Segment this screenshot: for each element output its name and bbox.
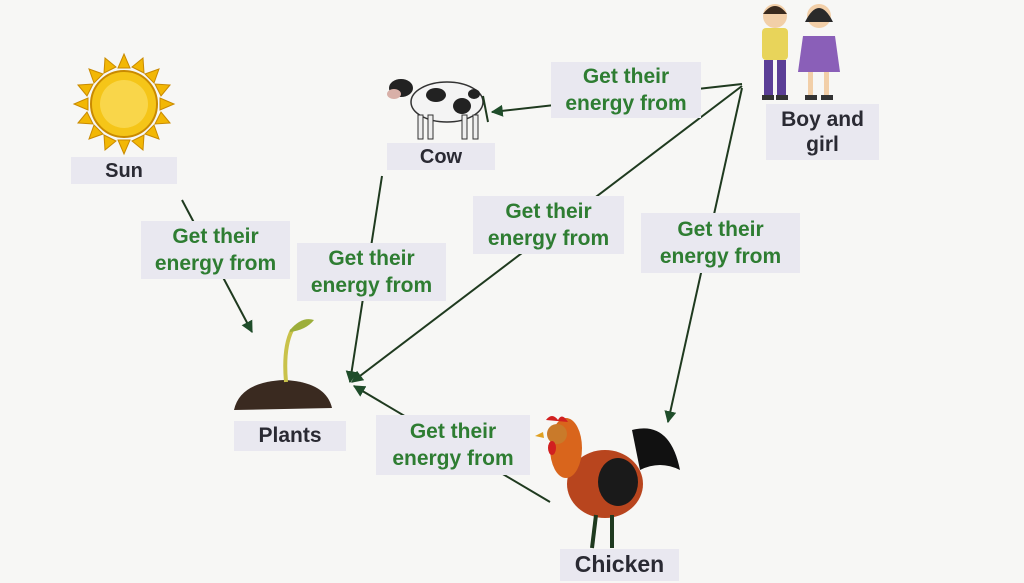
chicken-icon <box>535 416 680 549</box>
edge-label-line2: energy from <box>392 447 514 470</box>
cow-icon <box>387 79 489 140</box>
edge-label-line2: energy from <box>659 245 782 268</box>
sun-icon <box>72 52 176 156</box>
node-label-sun: Sun <box>71 157 177 184</box>
edge-label-line1: Get their <box>582 64 670 88</box>
edge-label-line1: Get their <box>172 224 259 248</box>
edge-label-line1: Get their <box>328 246 415 270</box>
node-label-chicken: Chicken <box>560 549 679 581</box>
edge-label-people-to-plants: Get their energy from <box>473 196 624 254</box>
boy-and-girl-icon <box>762 4 840 100</box>
edge-label-cow-to-plants: Get their energy from <box>297 243 446 301</box>
edge-label-line2: energy from <box>154 252 277 275</box>
node-label-boy-and-girl: Boy and girl <box>766 104 879 160</box>
edge-label-sun-to-plants: Get their energy from <box>141 221 290 279</box>
node-label-plants: Plants <box>234 421 346 451</box>
edge-label-line2: energy from <box>310 274 433 297</box>
edge-label-line1: Get their <box>409 419 497 443</box>
edge-label-line2: energy from <box>565 92 687 115</box>
edge-label-chicken-to-plants: Get their energy from <box>376 415 530 475</box>
edge-label-line2: energy from <box>487 227 610 250</box>
edge-label-people-to-chicken: Get their energy from <box>641 213 800 273</box>
edge-label-line1: Get their <box>677 217 764 241</box>
node-label-boy-and-girl-text: Boy and girl <box>781 107 864 156</box>
plant-seedling-icon <box>234 319 332 410</box>
edge-label-line1: Get their <box>505 199 592 223</box>
node-label-cow: Cow <box>387 143 495 170</box>
edge-label-people-to-cow: Get their energy from <box>551 62 701 118</box>
